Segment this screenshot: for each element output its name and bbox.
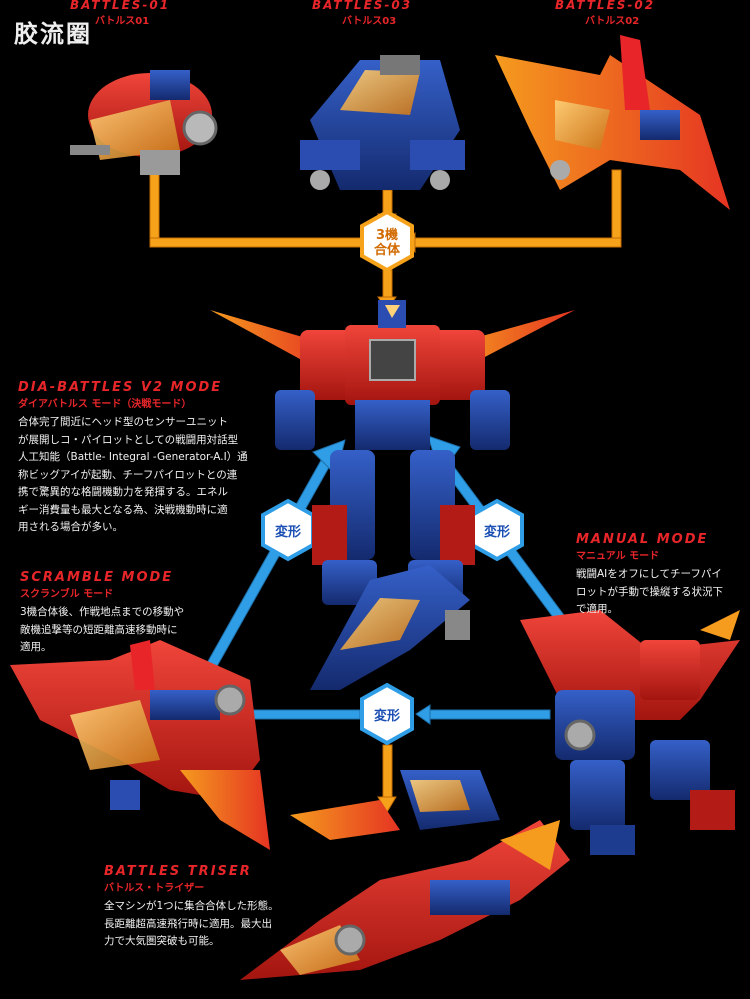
dia-battles-title: DIA-BATTLES V2 MODE	[18, 380, 223, 395]
manual-title: MANUAL MODE	[576, 532, 709, 547]
desc-line: ロットが手動で操縦する状況下	[576, 585, 723, 598]
center-jet-illustration	[310, 565, 470, 690]
hexagon-transform-bottom-icon	[360, 682, 414, 746]
scramble-description: 3機合体後、作戦地点までの移動や 敵機追撃等の短距離高速移動時に 適用。	[20, 604, 184, 657]
transform-label-bottom: 変形	[373, 709, 400, 724]
hexagon-combine-icon	[360, 209, 414, 273]
desc-line: 人工知能（Battle- Integral -Generator-A.I）通	[18, 451, 248, 463]
transform-label-right: 変形	[483, 525, 510, 540]
desc-line: 全マシンが1つに集合合体した形態。	[104, 900, 279, 912]
dia-battles-subtitle: ダイアバトルス モード（決戦モード）	[18, 399, 192, 410]
battles-01-machine-illustration	[70, 70, 218, 175]
desc-line: 力で大気圏突破も可能。	[104, 935, 220, 947]
desc-line: で適用。	[576, 603, 618, 615]
transform-label-left: 変形	[274, 525, 301, 540]
desc-line: 適用。	[20, 641, 52, 653]
battles-02-machine-illustration	[495, 35, 730, 210]
battles-03-title: BATTLES-03	[312, 0, 413, 12]
desc-line: 長距離超高速飛行時に適用。最大出	[104, 917, 272, 930]
battles-02-subtitle: バトルス02	[585, 16, 640, 27]
desc-line: 戦闘AIをオフにしてチーフパイ	[576, 568, 722, 580]
battles-03-subtitle: バトルス03	[342, 16, 397, 27]
desc-line: 3機合体後、作戦地点までの移動や	[20, 606, 185, 618]
manual-subtitle: マニュアル モード	[576, 551, 660, 562]
dia-battles-section: DIA-BATTLES V2 MODE ダイアバトルス モード（決戦モード） 合…	[18, 380, 248, 537]
triser-title: BATTLES TRISER	[104, 864, 252, 879]
triser-description: 全マシンが1つに集合合体した形態。 長距離超高速飛行時に適用。最大出 力で大気圏…	[104, 898, 279, 951]
manual-mode-illustration	[520, 610, 740, 855]
desc-line: が展開しコ・パイロットとしての戦闘用対話型	[18, 433, 239, 446]
triser-section: BATTLES TRISER バトルス・トライザー 全マシンが1つに集合合体した…	[104, 864, 279, 951]
desc-line: 携で驚異的な格闘機動力を発揮する。エネル	[18, 486, 228, 498]
desc-line: 合体完了間近にヘッド型のセンサーユニット	[18, 416, 228, 428]
battles-03-label: BATTLES-03 バトルス03	[312, 0, 412, 27]
battles-02-title: BATTLES-02	[555, 0, 656, 12]
scramble-subtitle: スクランブル モード	[20, 589, 114, 600]
battles-02-label: BATTLES-02 バトルス02	[555, 0, 655, 27]
battles-triser-illustration	[240, 770, 570, 980]
battles-01-label: BATTLES-01 バトルス01	[70, 0, 170, 27]
manual-section: MANUAL MODE マニュアル モード 戦闘AIをオフにしてチーフパイ ロッ…	[576, 532, 723, 619]
combine-line2: 合体	[373, 243, 400, 258]
desc-line: 称ビッグアイが起動、チーフパイロットとの連	[18, 468, 238, 481]
triser-subtitle: バトルス・トライザー	[104, 883, 205, 894]
battles-03-machine-illustration	[300, 55, 465, 190]
dia-battles-robot-illustration	[210, 300, 575, 605]
dia-battles-description: 合体完了間近にヘッド型のセンサーユニット が展開しコ・パイロットとしての戦闘用対…	[18, 414, 248, 537]
watermark-logo: 胶流圈	[14, 20, 92, 48]
scramble-title: SCRAMBLE MODE	[20, 570, 174, 585]
desc-line: ギー消費量も最大となる為、決戦機動時に適	[18, 503, 228, 516]
battles-01-subtitle: バトルス01	[95, 16, 150, 27]
battles-01-title: BATTLES-01	[70, 0, 171, 12]
combine-hex-label: 3機 合体	[362, 228, 412, 258]
scramble-section: SCRAMBLE MODE スクランブル モード 3機合体後、作戦地点までの移動…	[20, 570, 184, 657]
manual-description: 戦闘AIをオフにしてチーフパイ ロットが手動で操縦する状況下 で適用。	[576, 566, 723, 619]
desc-line: 用される場合が多い。	[18, 521, 123, 533]
desc-line: 敵機追撃等の短距離高速移動時に	[20, 623, 178, 636]
scramble-mode-illustration	[10, 640, 270, 850]
combine-line1: 3機	[375, 228, 399, 243]
